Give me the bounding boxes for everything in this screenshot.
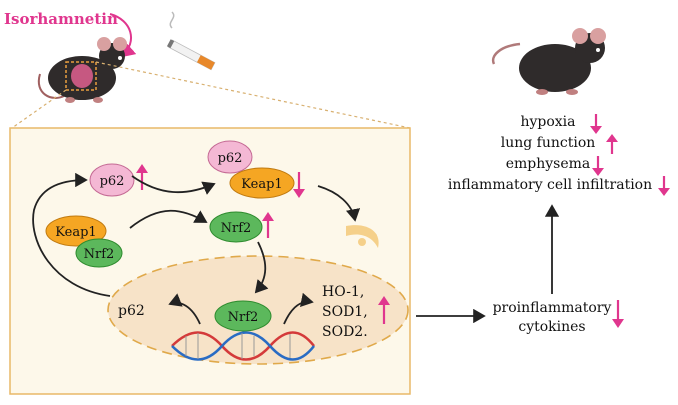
keap1-label: Keap1 [55,225,96,240]
compound-title: Isorhamnetin [4,10,118,28]
zoom-line-right [95,61,411,129]
degraded-protein-icon [346,225,379,248]
keap1-complex-label: Keap1 [241,177,282,192]
target-gene-1: HO-1, [322,284,364,300]
complex-to-nrf2-arrow [129,209,208,229]
p62-to-keap1-arrow [131,175,216,195]
outcome-inflammatory-infiltration: inflammatory cell infiltration [448,177,652,193]
down-arrow-icon [658,176,670,196]
target-gene-2: SOD1, [322,304,368,320]
p62-gene-label: p62 [118,303,145,319]
transcription-arrow-left [168,293,201,325]
nrf2-label: Nrf2 [84,247,115,262]
down-arrow-icon [293,172,305,198]
p62-free-label: p62 [100,174,125,189]
cytokines-label-2: cytokines [518,319,585,335]
feedback-arrow [32,172,111,297]
p62-complex-label: p62 [218,151,243,166]
nrf2-free [209,211,263,243]
nrf2-nucleus-label: Nrf2 [228,310,259,325]
up-arrow-icon [262,212,274,238]
down-arrow-icon [612,300,624,328]
compound-arrow [109,13,137,58]
transcription-arrow-right [283,292,314,325]
outcome-lung-function: lung function [501,135,596,151]
degradation-arrow [317,185,361,222]
dna-icon [171,331,316,361]
outcome-emphysema: emphysema [506,156,591,172]
down-arrow-icon [592,156,604,176]
mouse-icon [37,37,127,103]
keap1-free [45,215,107,247]
keap1-complex [229,167,295,199]
up-arrow-icon [378,296,390,324]
nrf2-free-label: Nrf2 [221,221,252,236]
lungs-icon [71,64,93,88]
up-arrow-icon [606,134,618,154]
cigarette-icon [166,11,216,71]
up-arrow-icon [136,164,148,190]
zoom-box [65,61,97,91]
nrf2-nucleus [214,300,272,332]
p62-free [89,163,135,197]
nrf2-bound [75,238,123,268]
down-arrow-icon [590,114,602,134]
zoom-line-left [11,89,67,129]
target-gene-3: SOD2. [322,324,368,340]
translocation-arrow [254,241,269,294]
mouse-large-icon [491,28,606,95]
outcome-hypoxia: hypoxia [520,114,575,130]
cytokines-label-1: proinflammatory [493,300,612,316]
p62-complex [207,140,253,174]
